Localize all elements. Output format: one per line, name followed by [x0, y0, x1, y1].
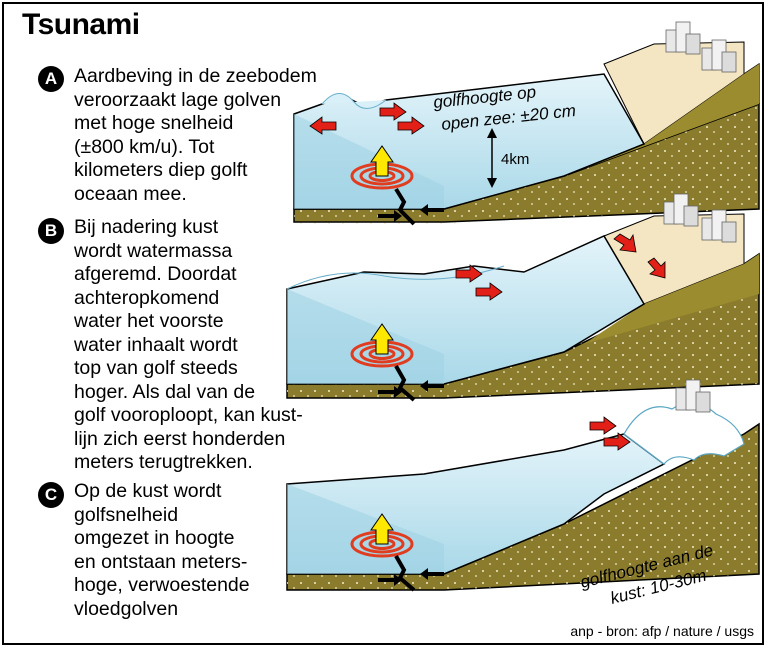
badge-c: C [38, 482, 64, 508]
step-a-text: Aardbeving in de zeebodem veroorzaakt la… [74, 65, 317, 205]
step-c-text: Op de kust wordt golfsnelheid omgezet in… [74, 480, 250, 620]
depth-label: 4km [501, 151, 529, 168]
panel-b-diagram [286, 193, 760, 402]
panel-c-diagram [286, 379, 760, 592]
panel-b-red-arrows [455, 233, 666, 301]
panel-a-epicenter [350, 145, 414, 190]
tsunami-diagram: golfhoogte op open zee: ±20 cm 4km golfh… [286, 21, 760, 608]
source-credit: anp - bron: afp / nature / usgs [570, 623, 754, 639]
infographic-frame: Tsunami [2, 2, 764, 645]
panel-c-red-arrows [589, 416, 631, 451]
badge-a: A [38, 66, 64, 92]
panel-c-epicenter [350, 513, 414, 558]
panel-c-splash [623, 402, 745, 465]
badge-b: B [38, 218, 64, 244]
page-title: Tsunami [22, 8, 140, 41]
panel-b-epicenter [350, 323, 414, 368]
panel-a-red-arrows [309, 102, 425, 135]
step-b-text: Bij nadering kust wordt watermassa afger… [74, 216, 303, 473]
panel-a-diagram [293, 21, 760, 226]
